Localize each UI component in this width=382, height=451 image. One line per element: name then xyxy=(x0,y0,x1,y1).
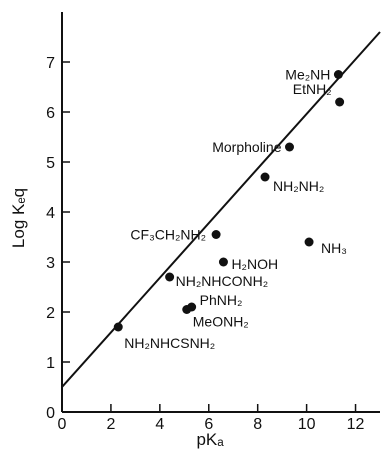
point-label: NH₃ xyxy=(321,240,347,256)
data-point xyxy=(182,305,192,314)
point-label: H₂NOH xyxy=(231,256,278,272)
y-tick-label: 5 xyxy=(46,155,55,172)
data-point xyxy=(335,97,345,107)
data-point xyxy=(304,237,314,247)
point-label: Me₂NH xyxy=(285,67,330,83)
data-point xyxy=(113,322,123,332)
x-tick-label: 12 xyxy=(347,416,365,433)
data-point xyxy=(165,272,175,282)
y-tick-label: 2 xyxy=(46,305,55,322)
point-label: CF₃CH₂NH₂ xyxy=(130,227,206,243)
x-tick-label: 2 xyxy=(106,416,115,433)
data-point xyxy=(333,70,343,79)
data-point xyxy=(218,257,228,267)
x-axis-title: pKₐ xyxy=(196,430,224,449)
x-tick-label: 10 xyxy=(298,416,316,433)
y-tick-label: 7 xyxy=(46,55,55,72)
y-axis-title: Log Kₑq xyxy=(9,188,28,248)
point-label: PhNH₂ xyxy=(200,292,243,308)
point-label: EtNH₂ xyxy=(293,81,332,97)
y-tick-label: 4 xyxy=(46,205,55,222)
point-label: NH₂NHCSNH₂ xyxy=(124,335,215,351)
point-label: MeONH₂ xyxy=(193,314,249,330)
data-point xyxy=(284,142,294,152)
data-point xyxy=(260,172,270,182)
point-label: Morpholine xyxy=(212,139,281,155)
y-tick-label: 6 xyxy=(46,105,55,122)
y-tick-label: 3 xyxy=(46,255,55,272)
y-tick-label: 1 xyxy=(46,355,55,372)
x-tick-label: 0 xyxy=(58,416,67,433)
point-label: NH₂NHCONH₂ xyxy=(176,273,269,289)
fit-line xyxy=(61,31,381,388)
data-point xyxy=(211,230,221,239)
x-tick-label: 8 xyxy=(253,416,262,433)
x-tick-label: 6 xyxy=(204,416,213,433)
y-tick-label: 0 xyxy=(46,405,55,422)
point-label: NH₂NH₂ xyxy=(273,178,324,194)
x-tick-label: 4 xyxy=(155,416,164,433)
